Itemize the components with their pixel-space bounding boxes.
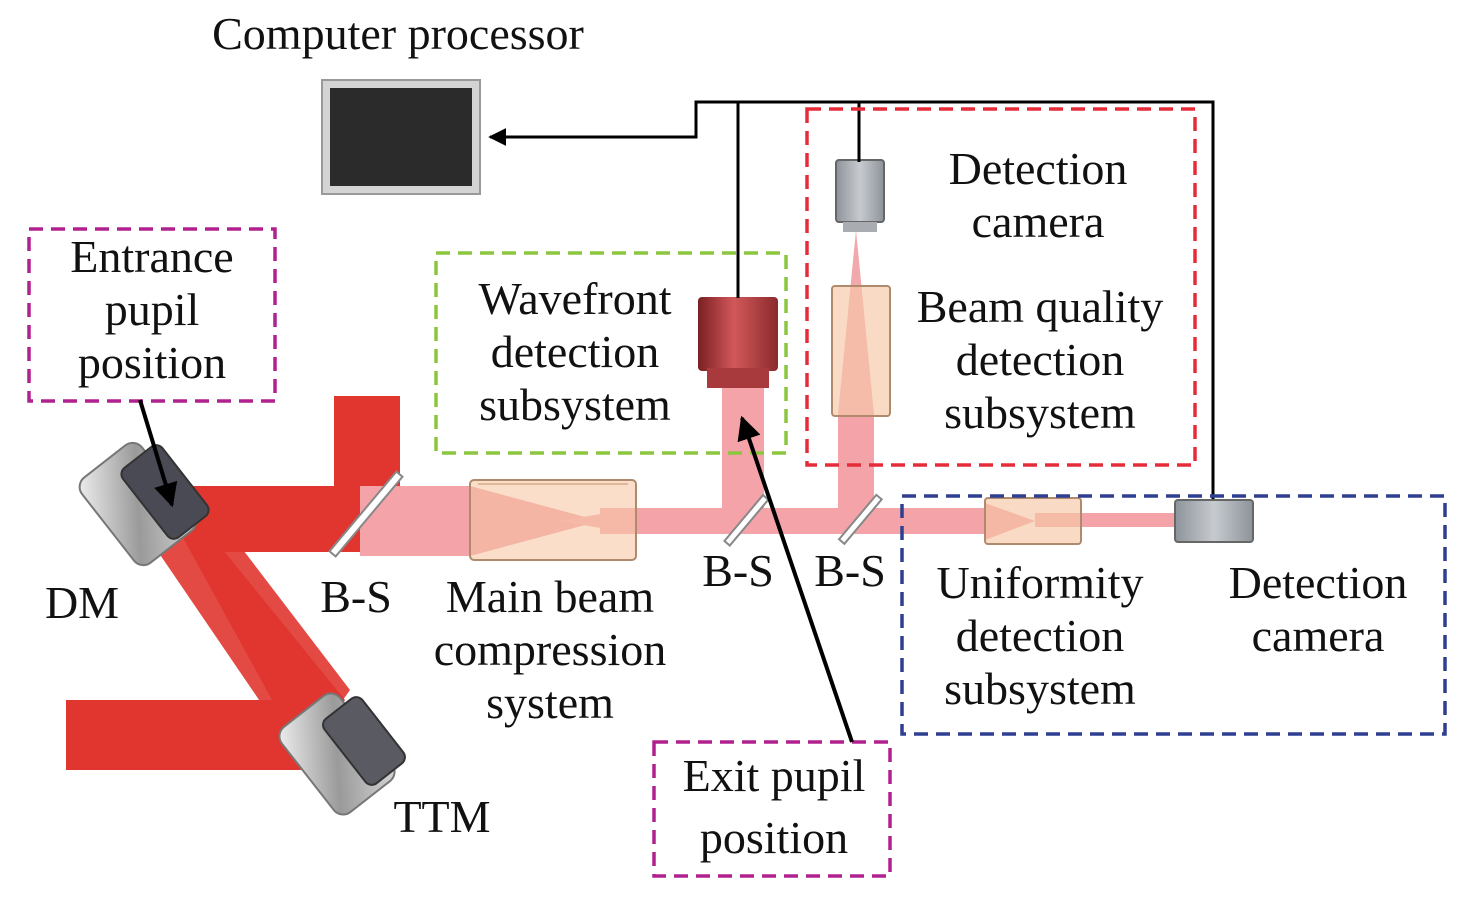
wavefront-line-1: Wavefront bbox=[479, 273, 672, 324]
dm-label: DM bbox=[45, 577, 119, 628]
main-beam-lens bbox=[469, 479, 637, 561]
beam-splitter-2 bbox=[723, 493, 770, 547]
bs-2-label: B-S bbox=[702, 545, 774, 596]
uniformity-line-3: subsystem bbox=[944, 663, 1136, 714]
signal-wires bbox=[488, 100, 1215, 499]
main-beam-line-1: Main beam bbox=[446, 571, 654, 622]
entrance-pupil-line-3: position bbox=[78, 337, 226, 388]
entrance-pupil-box bbox=[27, 227, 277, 403]
wavefront-box bbox=[434, 251, 788, 455]
exit-pupil-arrow bbox=[737, 415, 854, 743]
beam-quality-beam bbox=[838, 414, 874, 520]
wavefront-label: Wavefront detection subsystem bbox=[479, 273, 672, 430]
diagram-title: Computer processor bbox=[212, 8, 584, 59]
detection-camera-top-line-2: camera bbox=[972, 196, 1105, 247]
entrance-pupil-line-2: pupil bbox=[105, 284, 200, 335]
entrance-pupil-arrow bbox=[138, 399, 178, 508]
dm-to-ttm-beam-overlay bbox=[150, 500, 350, 760]
mid-beam bbox=[600, 508, 990, 534]
detection-camera-right-line-1: Detection bbox=[1229, 557, 1408, 608]
main-beam-label: Main beam compression system bbox=[434, 571, 667, 728]
entrance-pupil-line-1: Entrance bbox=[70, 231, 233, 282]
main-path-beam bbox=[360, 486, 470, 556]
detection-camera-right-device bbox=[1174, 499, 1254, 543]
beam-quality-line-2: detection bbox=[956, 334, 1125, 385]
uniformity-line-1: Uniformity bbox=[937, 557, 1144, 608]
detection-camera-top-label: Detection camera bbox=[949, 143, 1128, 247]
detection-camera-top-device bbox=[835, 159, 885, 232]
ttm-mirror bbox=[278, 692, 406, 816]
beam-splitter-1 bbox=[328, 470, 404, 558]
main-beam-line-2: compression bbox=[434, 624, 667, 675]
beam-quality-lens bbox=[831, 285, 891, 417]
ttm-label: TTM bbox=[393, 791, 490, 842]
exit-pupil-line-2: position bbox=[700, 812, 848, 863]
bs-1-label: B-S bbox=[320, 571, 392, 622]
beam-quality-box bbox=[805, 107, 1197, 467]
uniformity-label: Uniformity detection subsystem bbox=[937, 557, 1144, 714]
bs-3-label: B-S bbox=[814, 545, 886, 596]
exit-pupil-box bbox=[652, 740, 892, 878]
exit-pupil-line-1: Exit pupil bbox=[683, 750, 866, 801]
beam-quality-line-1: Beam quality bbox=[917, 281, 1164, 332]
detection-camera-right-line-2: camera bbox=[1252, 610, 1385, 661]
entrance-pupil-label: Entrance pupil position bbox=[70, 231, 233, 388]
uniformity-line-2: detection bbox=[956, 610, 1125, 661]
computer-monitor bbox=[321, 79, 481, 195]
wavefront-sensor bbox=[698, 297, 778, 388]
wavefront-line-3: subsystem bbox=[479, 379, 671, 430]
detection-camera-top-line-1: Detection bbox=[949, 143, 1128, 194]
exit-pupil-label: Exit pupil position bbox=[683, 750, 866, 863]
detection-camera-right-label: Detection camera bbox=[1229, 557, 1408, 661]
main-beam-line-3: system bbox=[486, 677, 614, 728]
uniformity-lens bbox=[984, 497, 1082, 545]
wavefront-line-2: detection bbox=[491, 326, 660, 377]
beam-quality-line-3: subsystem bbox=[944, 387, 1136, 438]
uniformity-box bbox=[900, 494, 1447, 736]
beam-splitter-3 bbox=[837, 493, 884, 546]
beam-quality-label: Beam quality detection subsystem bbox=[917, 281, 1164, 438]
